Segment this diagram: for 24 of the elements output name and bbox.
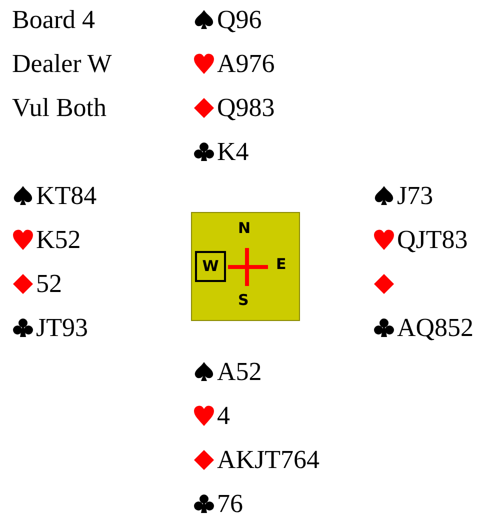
card-holding: Q983 (217, 92, 275, 124)
card-holding: KT84 (36, 180, 97, 212)
card-holding: A52 (217, 356, 262, 388)
card-holding: A976 (217, 48, 275, 80)
card-holding: 52 (36, 268, 62, 300)
compass-box (191, 212, 300, 321)
card-holding: Q96 (217, 4, 262, 36)
card-holding: 4 (217, 400, 230, 432)
board-info: Dealer W (12, 48, 112, 80)
compass-letter: N (238, 221, 251, 236)
card-holding: QJT83 (397, 224, 468, 256)
card-holding: K52 (36, 224, 81, 256)
board-info: Board 4 (12, 4, 96, 36)
compass-letter: W (202, 259, 219, 274)
card-holding: 76 (217, 488, 243, 520)
compass-letter: S (238, 293, 249, 308)
card-holding: JT93 (36, 312, 88, 344)
card-holding: AQ852 (397, 312, 474, 344)
compass-letter: E (276, 257, 286, 272)
dealer-box (195, 251, 226, 282)
card-holding: AKJT764 (217, 444, 320, 476)
card-holding: J73 (397, 180, 434, 212)
card-holding: K4 (217, 136, 249, 168)
board-info: Vul Both (12, 92, 107, 124)
